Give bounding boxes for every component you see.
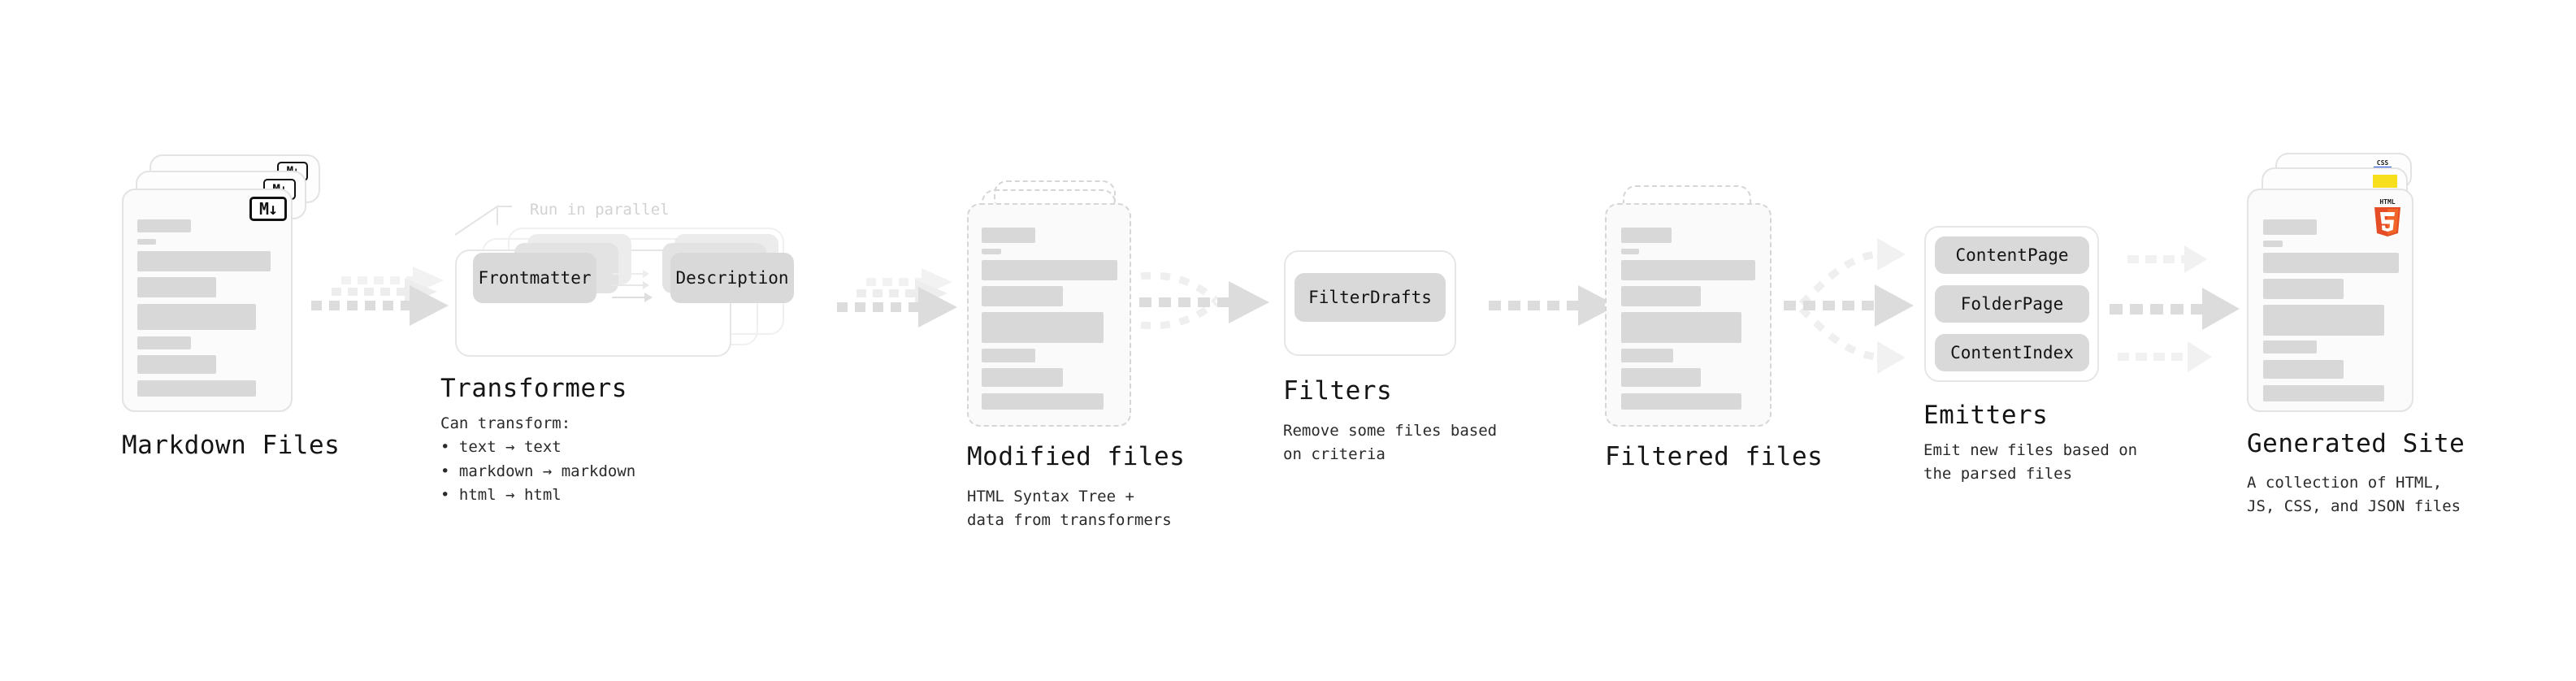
stage-markdown-files: M↓ M↓ M↓ Markdown Files: [122, 154, 340, 479]
placeholder-bar: [1621, 393, 1741, 410]
js-icon: [2373, 175, 2397, 188]
stage-title-filtered-files: Filtered files: [1605, 442, 1824, 471]
stage-generated-site: CSS HTML Generated Site A collection of …: [2247, 153, 2491, 515]
transformer-inner-arrows: [612, 270, 653, 302]
placeholder-bar: [982, 312, 1104, 343]
fanin-mid-line: [1139, 297, 1229, 307]
stage-title-transformers: Transformers: [440, 374, 627, 403]
arrow-filtered-to-emitters: [1784, 226, 1946, 388]
stage-transformers: Run in parallel Frontmatter Description …: [440, 191, 878, 504]
stage-subtitle-modified-files: HTML Syntax Tree + data from transformer…: [967, 488, 1172, 530]
emitter-pill-folderpage[interactable]: FolderPage: [1935, 285, 2089, 323]
placeholder-bar: [137, 336, 191, 349]
arrow-filters-to-filtered: [1487, 283, 1617, 348]
stage-subtitle-generated-site: A collection of HTML, JS, CSS, and JSON …: [2247, 474, 2461, 516]
emitter-pill-contentpage[interactable]: ContentPage: [1935, 236, 2089, 274]
stage-subtitle-filters: Remove some files based on criteria: [1283, 422, 1498, 464]
arrow-layer-front: [837, 287, 957, 327]
placeholder-bar: [982, 249, 1001, 254]
emitter-pill-contentindex[interactable]: ContentIndex: [1935, 334, 2089, 371]
arrow-top: [2127, 245, 2207, 273]
filtered-card-front: [1605, 203, 1772, 427]
placeholder-bar: [982, 393, 1104, 410]
fanout-bottom-line: [1798, 306, 1882, 362]
placeholder-bar: [137, 277, 216, 297]
placeholder-bar: [137, 239, 156, 245]
placeholder-bar: [982, 286, 1063, 306]
placeholder-bar: [2263, 305, 2384, 336]
placeholder-bar: [1621, 228, 1672, 243]
stage-title-generated-site: Generated Site: [2247, 429, 2465, 458]
placeholder-bar: [1621, 349, 1673, 362]
fanout-mid-arrowhead: [1875, 284, 1914, 327]
placeholder-bar: [2263, 241, 2283, 247]
placeholder-bar: [982, 260, 1117, 280]
stage-title-emitters: Emitters: [1923, 401, 2049, 430]
fanout-top-arrowhead: [1877, 238, 1906, 271]
placeholder-bar: [1621, 312, 1741, 343]
arrow-markdown-to-transformers: [307, 267, 462, 356]
markdown-icon: M↓: [249, 197, 287, 221]
placeholder-bar: [1621, 260, 1755, 280]
placeholder-bar: [137, 380, 256, 397]
placeholder-bar: [137, 251, 271, 271]
placeholder-bar: [2263, 340, 2317, 354]
fanout-bottom-arrowhead: [1877, 341, 1906, 374]
markdown-card-front: [122, 189, 293, 412]
fanout-top-line: [1798, 249, 1882, 307]
modified-card-front: [967, 203, 1131, 427]
placeholder-bar: [2263, 385, 2384, 401]
placeholder-bar: [982, 349, 1035, 362]
transformer-pill-description[interactable]: Description: [670, 253, 794, 303]
placeholder-bar: [137, 304, 256, 330]
arrow-layer-front: [311, 285, 449, 326]
placeholder-bar: [2263, 253, 2399, 273]
stage-title-modified-files: Modified files: [967, 442, 1186, 471]
stage-filters: FilterDrafts Filters Remove some files b…: [1283, 250, 1511, 494]
arrow-bottom: [2118, 341, 2212, 372]
placeholder-bar: [1621, 249, 1639, 254]
placeholder-bar: [137, 355, 216, 374]
placeholder-bar: [2263, 360, 2344, 379]
arrow-emitters-to-site: [2110, 236, 2256, 382]
svg-text:CSS: CSS: [2377, 159, 2389, 167]
filter-pill-filterdrafts[interactable]: FilterDrafts: [1295, 273, 1446, 322]
arrow-head: [1578, 285, 1617, 326]
stage-subtitle-transformers: Can transform: • text → text • markdown …: [440, 414, 636, 505]
stage-emitters: ContentPage FolderPage ContentIndex Emit…: [1923, 226, 2168, 494]
transformer-pill-frontmatter[interactable]: Frontmatter: [473, 253, 596, 303]
placeholder-bar: [982, 368, 1063, 387]
fanin-top-line: [1140, 271, 1219, 304]
stage-modified-files: Modified files HTML Syntax Tree + data f…: [967, 180, 1185, 529]
stage-subtitle-emitters: Emit new files based on the parsed files: [1923, 441, 2138, 484]
placeholder-bar: [1621, 286, 1701, 306]
fanin-bottom-line: [1140, 299, 1218, 330]
run-in-parallel-note: Run in parallel: [530, 201, 670, 219]
fanout-mid-line: [1784, 301, 1874, 310]
placeholder-bar: [137, 219, 191, 232]
fanin-arrowhead: [1229, 281, 1269, 323]
placeholder-bar: [982, 228, 1035, 243]
arrow-transformers-to-modified: [837, 268, 975, 349]
arrow-middle: [2110, 288, 2240, 330]
stage-title-filters: Filters: [1283, 376, 1393, 406]
html5-wordmark: HTML: [2379, 198, 2395, 206]
placeholder-bar: [1621, 368, 1701, 387]
stage-filtered-files: Filtered files: [1605, 180, 1823, 505]
placeholder-bar: [2263, 279, 2344, 299]
arrow-dashes: [1489, 301, 1579, 310]
run-in-parallel-leader: [454, 205, 512, 236]
arrow-modified-to-filters: [1138, 258, 1292, 364]
html5-icon: HTML: [2374, 198, 2400, 236]
stage-title-markdown-files: Markdown Files: [122, 431, 340, 460]
placeholder-bar: [2263, 219, 2317, 235]
